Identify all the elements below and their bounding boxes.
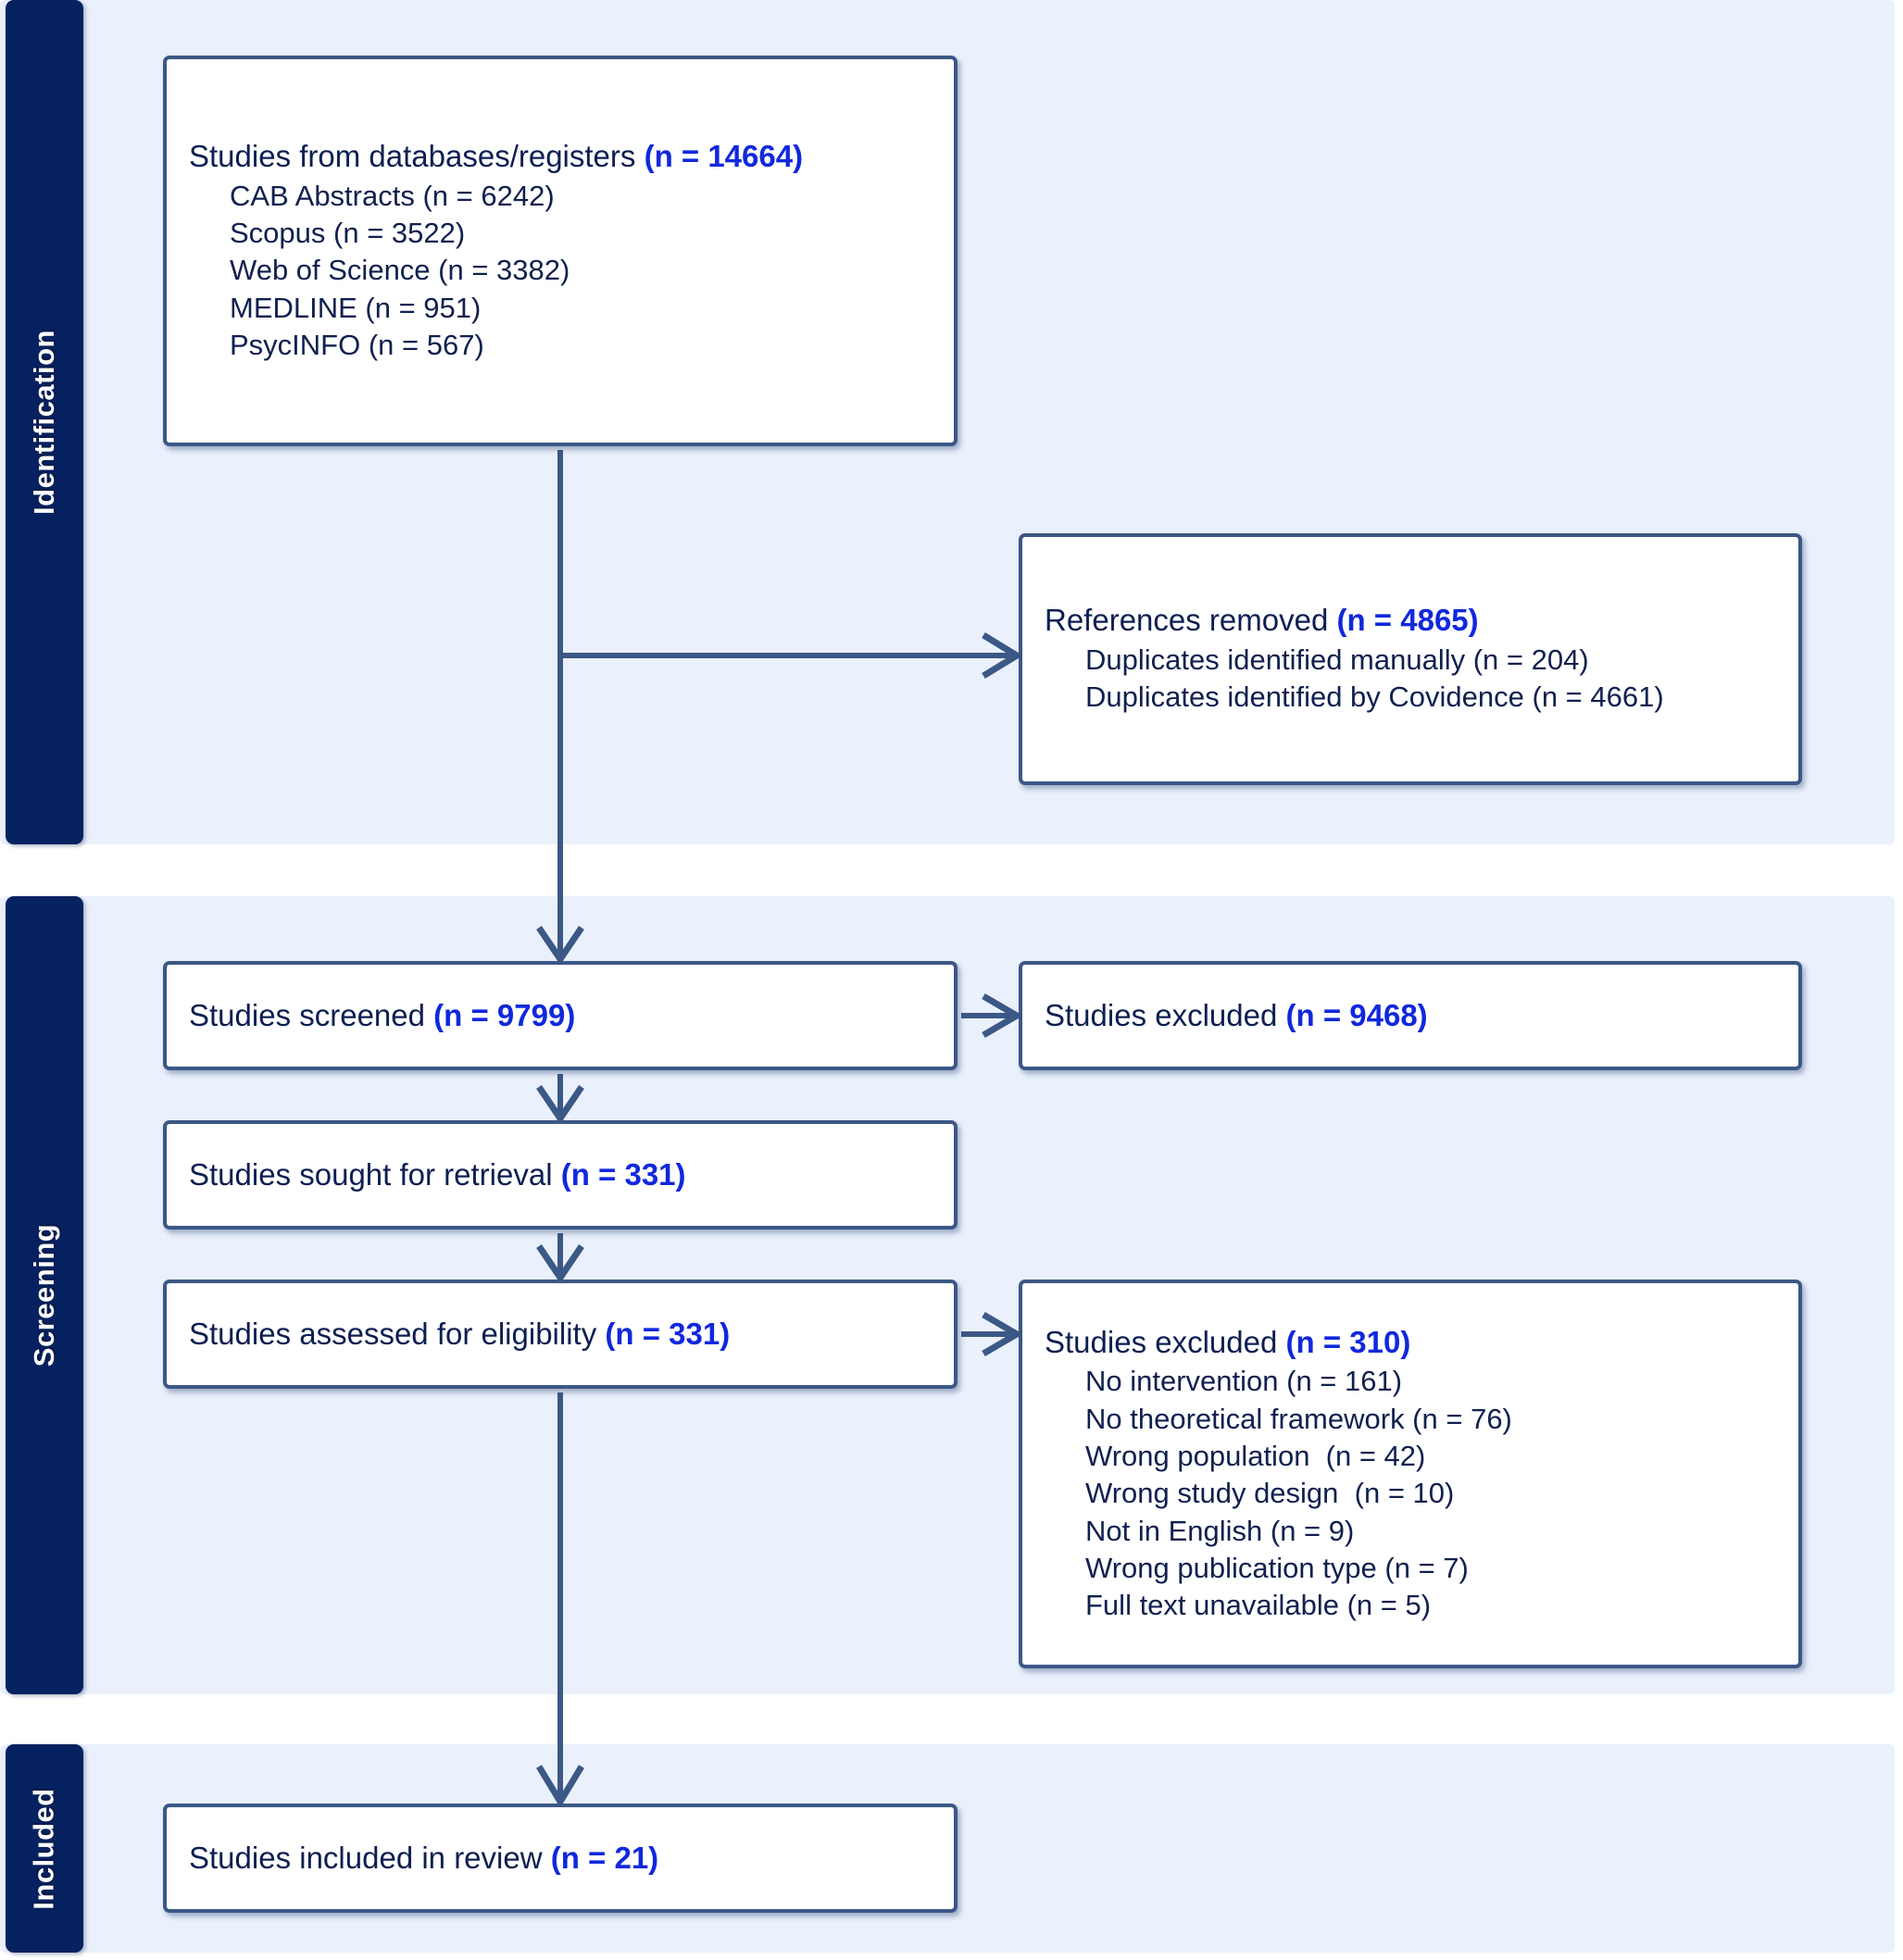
list-item: Web of Science (n = 3382) [230,254,570,287]
box-databases-headline-text: Studies from databases/registers [189,138,645,173]
box-excluded-eligibility-headline: Studies excluded (n = 310) [1045,1324,1776,1362]
list-item: No theoretical framework (n = 76) [1085,1402,1512,1435]
box-references-removed-headline-text: References removed [1045,603,1337,638]
box-references-removed-reason-list: Duplicates identified manually (n = 204)… [1045,642,1776,717]
list-item: Duplicates identified by Covidence (n = … [1085,680,1664,714]
box-studies-included-in-review[interactable]: Studies included in review (n = 21) [163,1804,958,1913]
box-excluded-eligibility-count: (n = 310) [1285,1324,1411,1359]
box-studies-excluded-screening[interactable]: Studies excluded (n = 9468) [1019,961,1802,1070]
list-item: Not in English (n = 9) [1085,1514,1355,1547]
box-databases-count: (n = 14664) [644,138,804,173]
box-studies-screened[interactable]: Studies screened (n = 9799) [163,961,958,1070]
box-sought-count: (n = 331) [560,1156,686,1192]
box-references-removed[interactable]: References removed (n = 4865) Duplicates… [1019,533,1802,785]
list-item: No intervention (n = 161) [1085,1365,1403,1398]
stage-label-included: Included [6,1744,83,1953]
box-screened-count: (n = 9799) [433,997,576,1032]
list-item: MEDLINE (n = 951) [230,291,482,324]
list-item: CAB Abstracts (n = 6242) [230,179,555,212]
stage-label-screening: Screening [6,896,83,1694]
box-excluded-eligibility-reason-list: No intervention (n = 161) No theoretical… [1045,1363,1776,1624]
list-item: Full text unavailable (n = 5) [1085,1589,1432,1622]
box-studies-assessed-for-eligibility[interactable]: Studies assessed for eligibility (n = 33… [163,1280,958,1389]
box-included-headline-text: Studies included in review [189,1840,551,1875]
box-studies-from-databases[interactable]: Studies from databases/registers (n = 14… [163,56,958,446]
box-sought-headline: Studies sought for retrieval (n = 331) [189,1156,932,1194]
list-item: Wrong publication type (n = 7) [1085,1551,1469,1584]
list-item: Scopus (n = 3522) [230,217,466,249]
stage-label-identification-text: Identification [28,330,61,515]
box-databases-source-list: CAB Abstracts (n = 6242) Scopus (n = 352… [189,178,932,364]
box-assessed-headline-text: Studies assessed for eligibility [189,1316,606,1351]
box-excluded-screening-headline-text: Studies excluded [1045,997,1286,1032]
box-studies-sought-for-retrieval[interactable]: Studies sought for retrieval (n = 331) [163,1120,958,1230]
box-included-headline: Studies included in review (n = 21) [189,1840,932,1878]
box-databases-headline: Studies from databases/registers (n = 14… [189,138,932,176]
box-references-removed-count: (n = 4865) [1336,603,1479,638]
box-screened-headline-text: Studies screened [189,997,434,1032]
list-item: Wrong population (n = 42) [1085,1440,1426,1472]
box-excluded-screening-count: (n = 9468) [1285,997,1428,1032]
list-item: PsycINFO (n = 567) [230,328,484,361]
box-excluded-eligibility-headline-text: Studies excluded [1045,1324,1286,1359]
stage-label-identification: Identification [6,0,83,844]
box-references-removed-headline: References removed (n = 4865) [1045,602,1776,640]
list-item: Wrong study design (n = 10) [1085,1477,1455,1510]
list-item: Duplicates identified manually (n = 204) [1085,643,1589,677]
stage-label-included-text: Included [28,1787,61,1910]
box-included-count: (n = 21) [550,1840,659,1875]
box-excluded-screening-headline: Studies excluded (n = 9468) [1045,997,1776,1035]
box-studies-excluded-eligibility[interactable]: Studies excluded (n = 310) No interventi… [1019,1280,1802,1668]
stage-label-screening-text: Screening [28,1223,61,1367]
box-assessed-count: (n = 331) [605,1316,731,1351]
box-sought-headline-text: Studies sought for retrieval [189,1156,561,1192]
box-screened-headline: Studies screened (n = 9799) [189,997,932,1035]
box-assessed-headline: Studies assessed for eligibility (n = 33… [189,1316,932,1354]
